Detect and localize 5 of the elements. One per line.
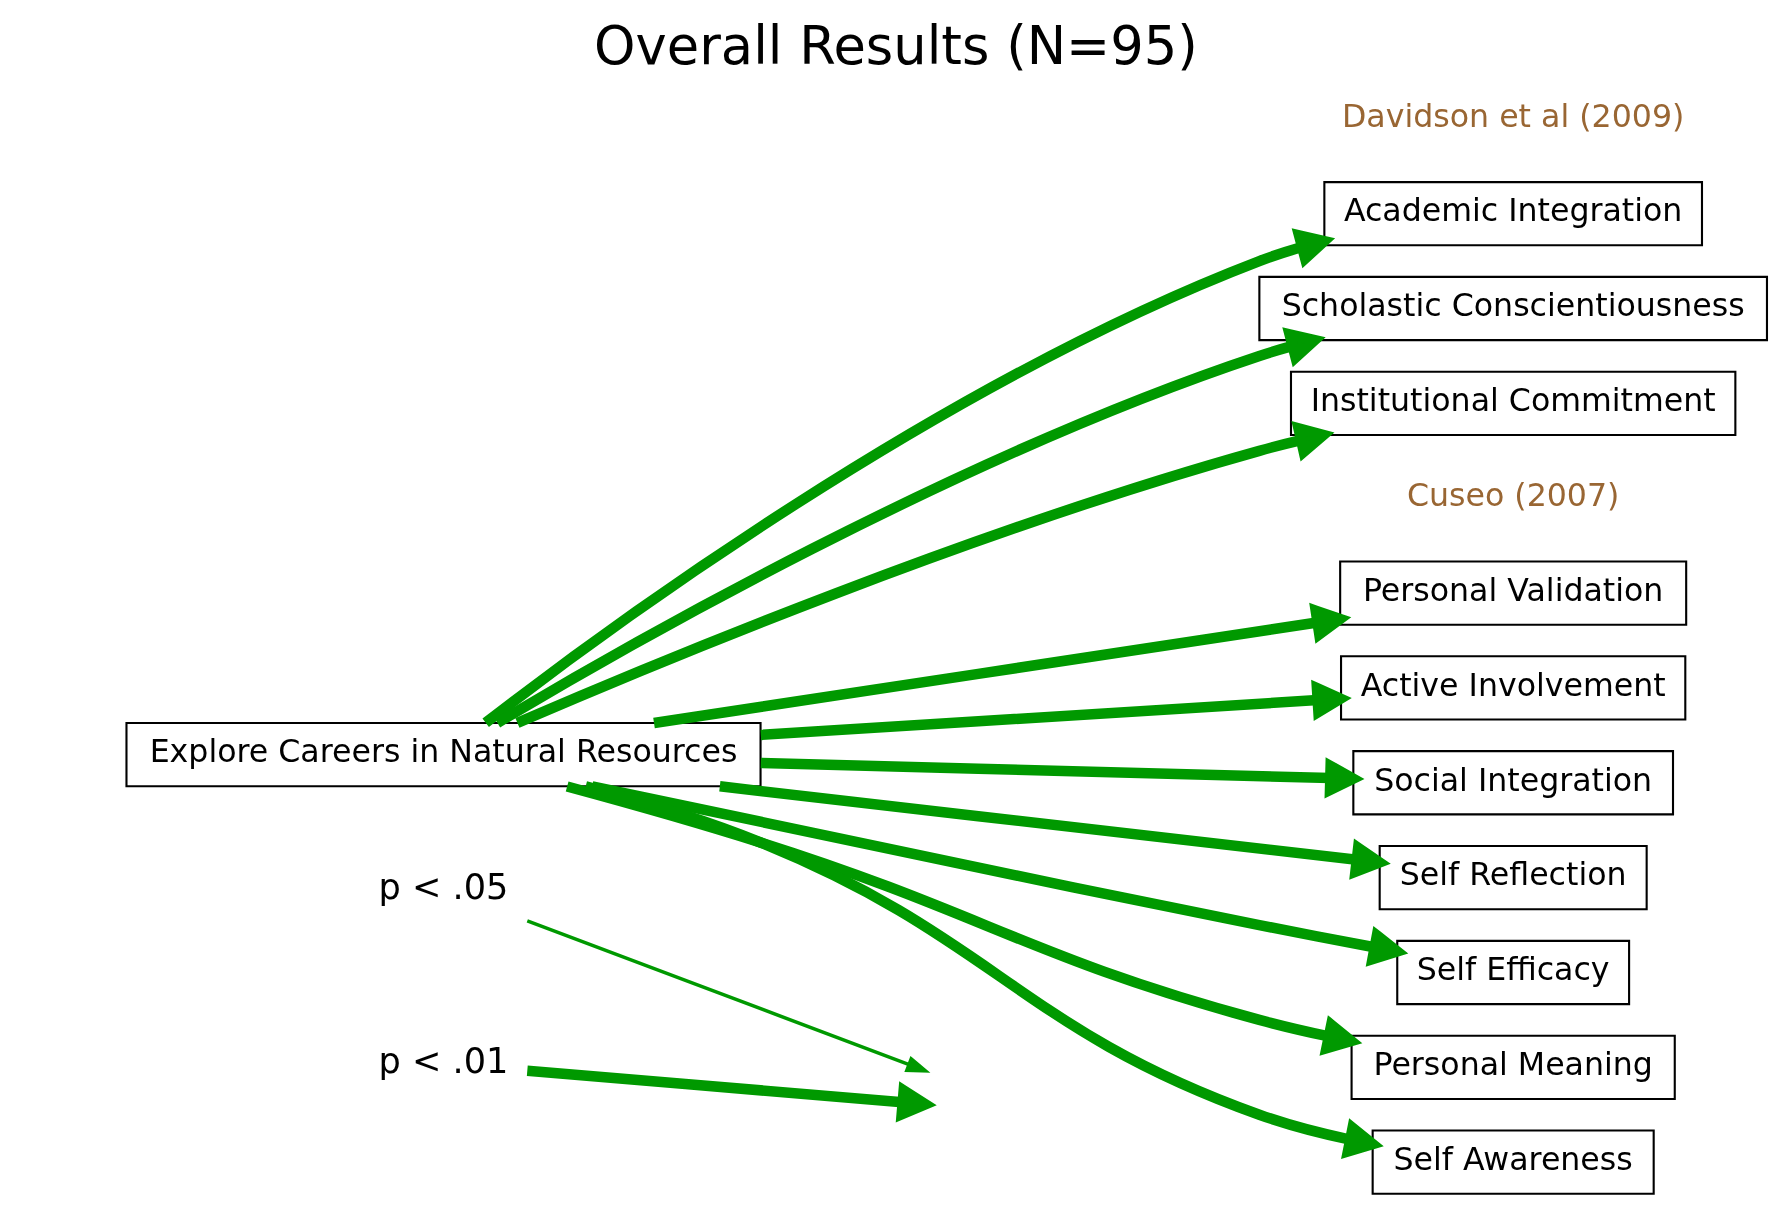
label: Cuseo (2007) [1406, 476, 1620, 513]
diagram-title: Overall Results (N=95) [594, 15, 1198, 77]
legend-label: p < .01 [378, 1039, 509, 1081]
legend-label: p < .05 [378, 865, 509, 907]
label: Davidson et al (2009) [1341, 97, 1685, 134]
